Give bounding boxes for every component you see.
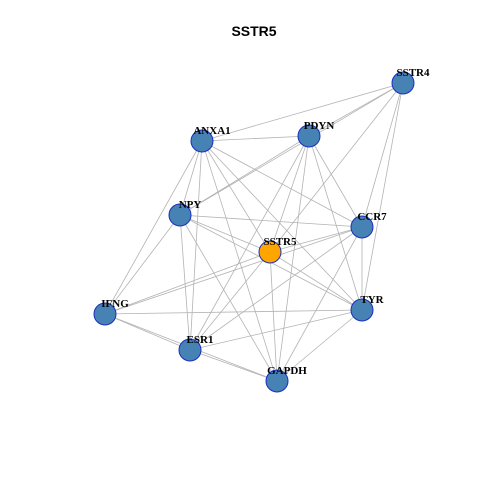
edge-sstr5-ifng — [104, 251, 271, 315]
node-circle[interactable] — [258, 240, 282, 264]
node-circle[interactable] — [350, 298, 374, 322]
edge-pdyn-gapdh — [276, 135, 310, 382]
edge-npy-ccr7 — [179, 214, 363, 228]
node-gapdh[interactable]: GAPDH — [265, 365, 307, 393]
node-esr1[interactable]: ESR1 — [178, 334, 214, 362]
node-circle[interactable] — [265, 369, 289, 393]
edge-sstr4-anxa1 — [201, 82, 404, 142]
node-circle[interactable] — [168, 203, 192, 227]
edge-pdyn-tyr — [308, 135, 363, 311]
node-sstr4[interactable]: SSTR4 — [391, 67, 430, 95]
node-label: IFNG — [101, 298, 129, 310]
node-label: PDYN — [304, 120, 335, 132]
edge-npy-gapdh — [179, 214, 278, 382]
edge-anxa1-tyr — [201, 140, 363, 311]
edge-pdyn-sstr5 — [269, 135, 310, 253]
edge-ccr7-esr1 — [189, 226, 363, 351]
edge-layer — [104, 82, 404, 382]
node-label: TYR — [360, 294, 384, 306]
edge-anxa1-sstr5 — [201, 140, 271, 253]
node-circle[interactable] — [178, 338, 202, 362]
edge-npy-sstr5 — [179, 214, 271, 253]
edge-sstr5-esr1 — [189, 251, 271, 351]
node-ifng[interactable]: IFNG — [93, 298, 129, 326]
node-label: SSTR5 — [263, 236, 297, 248]
node-npy[interactable]: NPY — [168, 199, 202, 227]
node-circle[interactable] — [93, 302, 117, 326]
edge-anxa1-ifng — [104, 140, 203, 315]
diagram-title: SSTR5 — [231, 23, 276, 39]
edge-anxa1-npy — [179, 140, 203, 216]
edge-npy-esr1 — [179, 214, 191, 351]
edge-pdyn-ccr7 — [308, 135, 363, 228]
edge-sstr4-ccr7 — [361, 82, 404, 228]
node-circle[interactable] — [350, 215, 374, 239]
edge-ccr7-gapdh — [276, 226, 363, 382]
node-label: SSTR4 — [396, 67, 430, 79]
node-label: CCR7 — [357, 211, 387, 223]
node-sstr5[interactable]: SSTR5 — [258, 236, 297, 264]
edge-sstr4-sstr5 — [269, 82, 404, 253]
edge-anxa1-esr1 — [189, 140, 203, 351]
edge-ifng-tyr — [104, 309, 363, 315]
edge-tyr-esr1 — [189, 309, 363, 351]
edge-sstr5-tyr — [269, 251, 363, 311]
node-label: ANXA1 — [193, 125, 230, 137]
edge-ifng-esr1 — [104, 313, 191, 351]
node-label: NPY — [179, 199, 202, 211]
node-pdyn[interactable]: PDYN — [297, 120, 335, 148]
edge-sstr4-npy — [179, 82, 404, 216]
edge-ccr7-sstr5 — [269, 226, 363, 253]
edge-sstr4-tyr — [361, 82, 404, 311]
edge-pdyn-npy — [179, 135, 310, 216]
edge-sstr5-gapdh — [269, 251, 278, 382]
node-label: GAPDH — [267, 365, 307, 377]
node-label: ESR1 — [187, 334, 214, 346]
node-anxa1[interactable]: ANXA1 — [190, 125, 231, 153]
edge-ccr7-ifng — [104, 226, 363, 315]
node-tyr[interactable]: TYR — [350, 294, 385, 322]
node-circle[interactable] — [391, 71, 415, 95]
edge-pdyn-esr1 — [189, 135, 310, 351]
edge-npy-ifng — [104, 214, 181, 315]
edge-tyr-gapdh — [276, 309, 363, 382]
edge-anxa1-pdyn — [201, 135, 310, 142]
edge-esr1-gapdh — [189, 349, 278, 382]
node-circle[interactable] — [190, 129, 214, 153]
node-circle[interactable] — [297, 124, 321, 148]
node-ccr7[interactable]: CCR7 — [350, 211, 387, 239]
